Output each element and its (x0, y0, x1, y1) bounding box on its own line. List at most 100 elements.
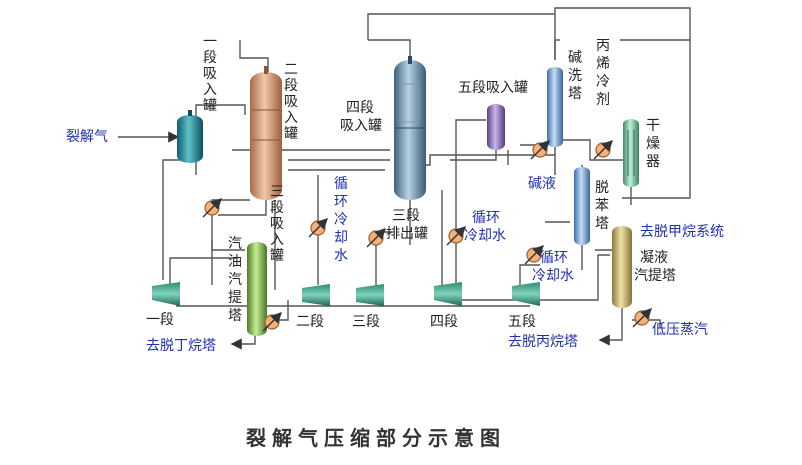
svg-text:水: 水 (334, 248, 348, 264)
svg-text:剂: 剂 (596, 92, 610, 108)
svg-text:提: 提 (228, 290, 242, 306)
label-gasoline-stripper: 汽 油 汽 提 塔 (228, 236, 242, 324)
heat-exchangers (202, 140, 652, 332)
label-caustic-liquid: 碱液 (528, 176, 556, 192)
svg-text:冷: 冷 (334, 212, 348, 228)
label-propylene-refrigerant: 丙 烯 冷 剂 (596, 38, 610, 108)
svg-text:吸入罐: 吸入罐 (340, 118, 382, 134)
svg-text:烯: 烯 (596, 56, 610, 72)
compressors (152, 282, 540, 306)
label-condensate-stripper: 凝液 汽提塔 (634, 250, 676, 284)
label-compressor-5: 五段 (508, 314, 536, 330)
labels: 裂解气 一 段 吸 入 罐 二 段 吸 入 罐 三 段 吸 入 罐 四段 吸入罐… (66, 34, 724, 450)
svg-text:段: 段 (203, 50, 217, 66)
label-stage1-drum: 一 段 吸 入 罐 (203, 34, 217, 114)
svg-text:入: 入 (203, 82, 217, 98)
gasoline-stripper (247, 242, 267, 336)
svg-text:塔: 塔 (228, 308, 242, 324)
debenzene-tower (574, 167, 590, 245)
label-low-pressure-steam: 低压蒸汽 (652, 322, 708, 338)
piping (118, 7, 691, 350)
label-compressor-1: 一段 (146, 312, 174, 328)
label-to-debutanizer: 去脱丁烷塔 (146, 338, 216, 354)
svg-text:油: 油 (228, 254, 242, 270)
svg-text:三: 三 (270, 184, 284, 200)
caustic-wash-tower (547, 67, 563, 147)
label-caustic-tower: 碱 洗 塔 (568, 50, 582, 102)
svg-text:排出罐: 排出罐 (386, 226, 428, 242)
svg-text:罐: 罐 (203, 98, 217, 114)
svg-text:循环: 循环 (472, 210, 500, 226)
svg-text:冷却水: 冷却水 (464, 228, 506, 244)
label-cooling-water-1: 循 环 冷 却 水 (334, 176, 348, 264)
cooler-2 (308, 218, 328, 238)
label-stage3-drum: 三 段 吸 入 罐 (270, 184, 284, 264)
cooler-7 (593, 140, 613, 160)
svg-text:洗: 洗 (568, 68, 582, 84)
label-to-depropanizer: 去脱丙烷塔 (508, 334, 578, 350)
stage2-suction-drum (250, 66, 282, 200)
svg-text:入: 入 (270, 232, 284, 248)
label-feed: 裂解气 (66, 129, 108, 145)
svg-text:环: 环 (334, 194, 348, 210)
svg-text:段: 段 (284, 78, 298, 94)
svg-text:入: 入 (284, 110, 298, 126)
cooler-4 (446, 226, 466, 246)
svg-text:吸: 吸 (284, 94, 298, 110)
svg-text:循: 循 (334, 176, 348, 192)
svg-text:丙: 丙 (596, 38, 610, 54)
stage1-suction-drum (177, 110, 203, 163)
svg-text:罐: 罐 (270, 248, 284, 264)
svg-text:一: 一 (203, 34, 217, 50)
svg-text:却: 却 (334, 230, 348, 246)
label-dryer: 干 燥 器 (646, 118, 660, 170)
svg-text:冷却水: 冷却水 (532, 268, 574, 284)
compressor-1 (152, 282, 180, 306)
svg-text:吸: 吸 (203, 66, 217, 82)
svg-text:段: 段 (270, 200, 284, 216)
svg-text:四段: 四段 (346, 100, 374, 116)
svg-text:燥: 燥 (646, 136, 660, 152)
svg-text:凝液: 凝液 (640, 250, 668, 266)
svg-text:吸: 吸 (270, 216, 284, 232)
reboiler-2 (632, 308, 652, 328)
cooler-6 (524, 245, 544, 265)
cooler-1 (202, 198, 222, 218)
label-compressor-3: 三段 (352, 314, 380, 330)
svg-text:汽: 汽 (228, 272, 242, 288)
cooler-5 (530, 140, 550, 160)
svg-text:塔: 塔 (568, 86, 582, 102)
label-stage3-discharge: 三段 排出罐 (386, 208, 428, 242)
svg-text:苯: 苯 (595, 197, 609, 214)
compressor-4 (434, 282, 462, 306)
svg-text:塔: 塔 (595, 216, 609, 232)
svg-text:碱: 碱 (568, 50, 582, 66)
label-compressor-4: 四段 (430, 314, 458, 330)
dryer (623, 119, 639, 187)
reboiler-1 (262, 312, 282, 332)
condensate-stripper (612, 226, 632, 308)
compressor-5 (512, 282, 540, 306)
compressor-2 (302, 284, 330, 306)
label-cooling-water-3: 循环 冷却水 (532, 250, 574, 284)
svg-text:脱: 脱 (595, 180, 609, 196)
svg-text:汽: 汽 (228, 236, 242, 252)
compressor-3 (356, 284, 384, 306)
svg-text:汽提塔: 汽提塔 (634, 268, 676, 284)
cooler-3 (366, 228, 386, 248)
svg-text:器: 器 (646, 154, 660, 170)
svg-text:罐: 罐 (284, 126, 298, 142)
label-to-demethanizer: 去脱甲烷系统 (640, 224, 724, 240)
svg-text:干: 干 (646, 118, 660, 134)
label-compressor-2: 二段 (296, 314, 324, 330)
stage5-suction-drum (487, 104, 505, 150)
svg-text:冷: 冷 (596, 74, 610, 90)
diagram-caption: 裂解气压缩部分示意图 (246, 426, 506, 450)
stage4-suction-drum (394, 56, 426, 200)
label-stage5-drum: 五段吸入罐 (458, 80, 528, 96)
label-stage2-drum: 二 段 吸 入 罐 (284, 62, 298, 142)
svg-text:二: 二 (284, 62, 298, 78)
label-cooling-water-2: 循环 冷却水 (464, 210, 506, 244)
